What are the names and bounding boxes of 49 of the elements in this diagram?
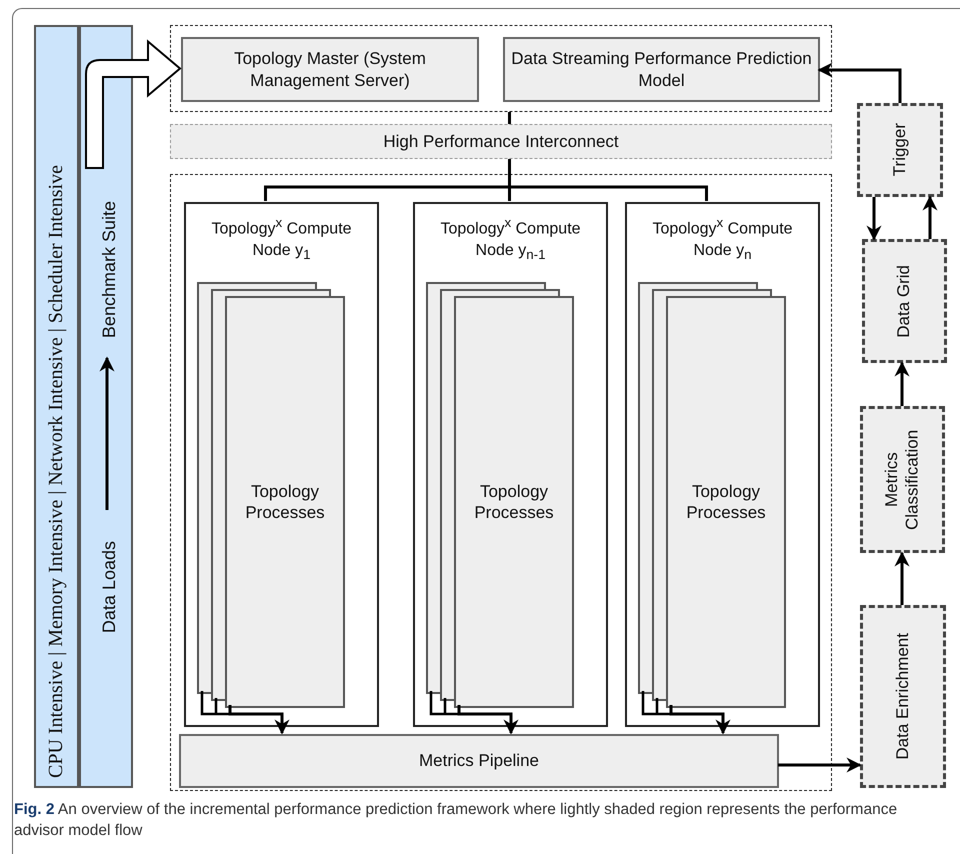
stage-box bbox=[860, 406, 945, 553]
dashed-group bbox=[170, 25, 832, 112]
arrow bbox=[922, 196, 938, 239]
arrow bbox=[866, 197, 882, 240]
node-label: Topology$^{x}$ Compute Node y$_{1}$ bbox=[210, 214, 353, 264]
process-card bbox=[454, 296, 574, 708]
node-label: Data Grid bbox=[894, 264, 914, 338]
node-label: Topology Master (System Management Server) bbox=[233, 48, 427, 91]
node-label: Topology Processes bbox=[244, 480, 326, 524]
arrow bbox=[458, 705, 518, 734]
node-label: Data Enrichment bbox=[892, 633, 913, 760]
node-label: Topology Processes bbox=[473, 480, 555, 524]
node-label: Topology Processes bbox=[685, 480, 767, 524]
node-label: Benchmark Suite bbox=[98, 201, 120, 339]
stage-box bbox=[860, 605, 946, 788]
figure-caption: Fig. 2 An overview of the incremental performance prediction framework where lightly shaded region represents the performance advisor model flow bbox=[14, 800, 898, 841]
node-label: Data Streaming Performance Prediction Model bbox=[511, 48, 812, 91]
dashed-group bbox=[170, 174, 832, 791]
interconnect-band bbox=[170, 124, 832, 159]
process-box bbox=[503, 37, 820, 102]
arrow bbox=[894, 552, 910, 605]
compute-node-box bbox=[184, 202, 379, 727]
compute-node-box bbox=[413, 202, 608, 727]
connector-line bbox=[508, 112, 511, 124]
arrow bbox=[228, 705, 290, 734]
process-card bbox=[666, 296, 786, 708]
arrow bbox=[778, 758, 862, 772]
arrow bbox=[100, 356, 114, 510]
node-label: CPU Intensive | Memory Intensive | Network Intensive | Scheduler Intensive bbox=[45, 165, 68, 778]
compute-node-box bbox=[625, 202, 820, 727]
process-card bbox=[225, 296, 345, 708]
stage-box bbox=[857, 103, 943, 197]
node-label: Metrics Pipeline bbox=[419, 750, 539, 772]
process-box bbox=[179, 734, 779, 788]
node-label: Trigger bbox=[890, 123, 910, 177]
node-label: Topology$^{x}$ Compute Node y$_{n}$ bbox=[651, 214, 794, 264]
node-label: Data Loads bbox=[98, 540, 120, 634]
node-label: Topology$^{x}$ Compute Node y$_{n-1}$ bbox=[439, 214, 582, 264]
process-box bbox=[181, 37, 479, 102]
block-arrow bbox=[85, 40, 181, 169]
panel-column bbox=[79, 25, 133, 788]
node-label: Metrics Classification bbox=[882, 428, 922, 532]
panel-column bbox=[34, 25, 79, 788]
node-label: High Performance Interconnect bbox=[383, 132, 619, 152]
arrow bbox=[894, 362, 910, 406]
stage-box bbox=[862, 239, 947, 363]
arrow bbox=[670, 705, 730, 734]
arrow bbox=[818, 62, 902, 103]
connector-line bbox=[508, 159, 708, 201]
